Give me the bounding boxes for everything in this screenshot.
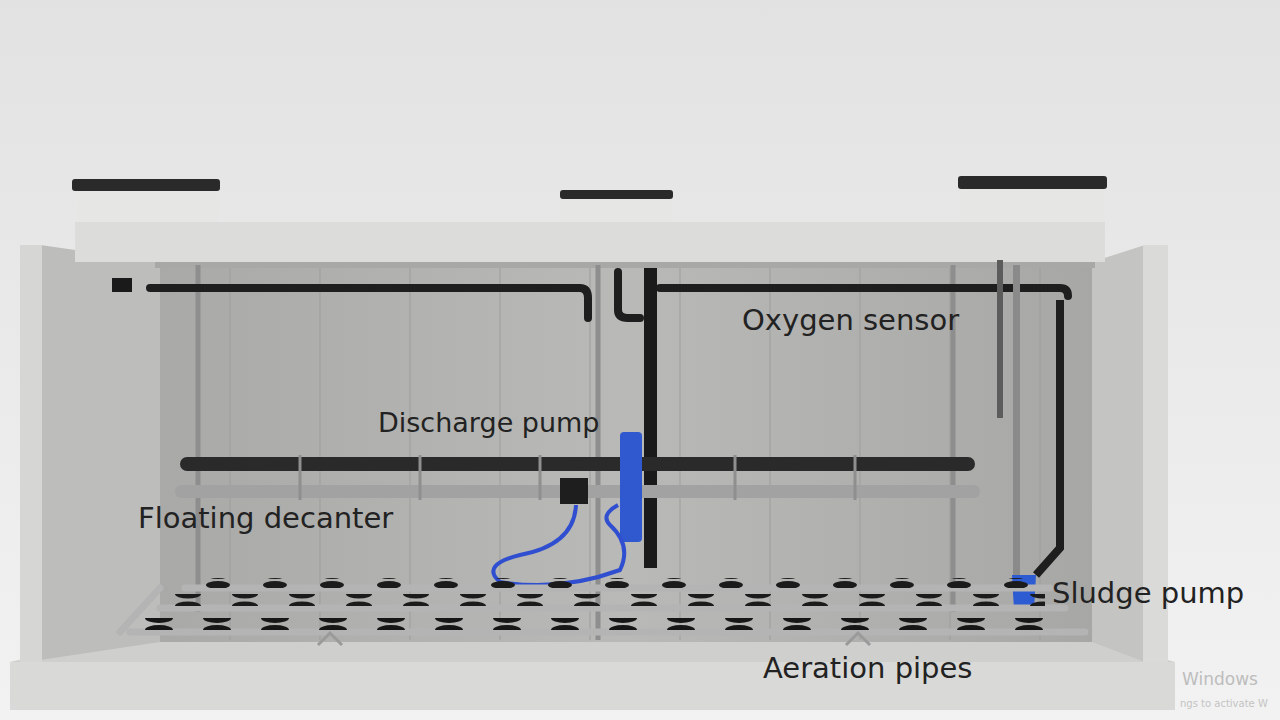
grid-feet <box>318 633 870 645</box>
watermark-text: Windows <box>1182 670 1258 689</box>
manhole-riser <box>78 190 218 222</box>
part-label: Aeration pipes <box>763 653 972 685</box>
manhole-cover <box>958 176 1107 189</box>
floor-front <box>10 662 1175 710</box>
floor-top <box>10 640 1175 662</box>
riser-pipe <box>644 268 657 568</box>
back-wall <box>158 262 1093 642</box>
diffusers <box>130 618 1060 630</box>
sensor-cable <box>1013 265 1020 575</box>
part-label: Sludge pump <box>1052 578 1244 610</box>
top-slab <box>75 222 1105 262</box>
left-wall-front <box>20 245 42 662</box>
decanter-tee <box>560 478 588 504</box>
discharge-pump <box>620 432 642 542</box>
part-label: Oxygen sensor <box>742 305 959 337</box>
diffusers <box>160 594 1045 606</box>
hose <box>493 505 624 585</box>
watermark-text: ngs to activate W <box>1180 698 1268 709</box>
aeration-grid <box>120 588 1085 632</box>
left-wall-inner <box>40 245 160 660</box>
diffusers <box>190 578 1045 588</box>
part-label: Floating decanter <box>138 503 393 535</box>
part-label: Discharge pump <box>378 408 600 438</box>
sludge-pipe <box>1036 300 1060 575</box>
manhole-cover <box>560 190 673 199</box>
decanter-clamps <box>300 455 855 500</box>
manhole-riser <box>960 190 1105 222</box>
manhole-cover <box>72 179 220 191</box>
manhole-riser <box>560 198 673 222</box>
valve <box>112 278 132 292</box>
oxygen-sensor-rod <box>997 260 1003 418</box>
